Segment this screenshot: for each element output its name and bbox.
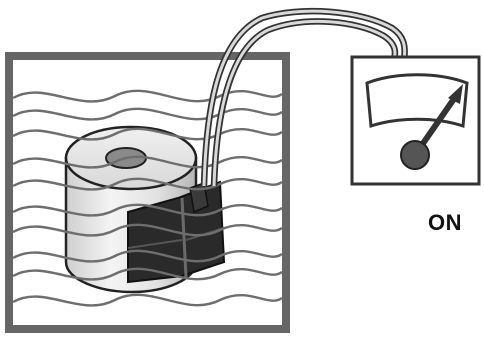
wave-line [12, 155, 283, 169]
needle-tip [448, 84, 463, 104]
liquid-waves [12, 89, 283, 307]
wave-line [12, 177, 283, 191]
meter-pivot [400, 140, 430, 170]
wave-line [12, 267, 283, 281]
connector-cable [200, 7, 408, 187]
meter [350, 55, 481, 186]
wave-line [12, 293, 283, 307]
wave-line [12, 89, 283, 103]
status-label: ON [428, 210, 462, 235]
wave-line [12, 223, 283, 237]
wave-line [12, 249, 283, 263]
wave-line [12, 127, 283, 141]
wave-line [12, 107, 283, 121]
wave-line [12, 203, 283, 217]
